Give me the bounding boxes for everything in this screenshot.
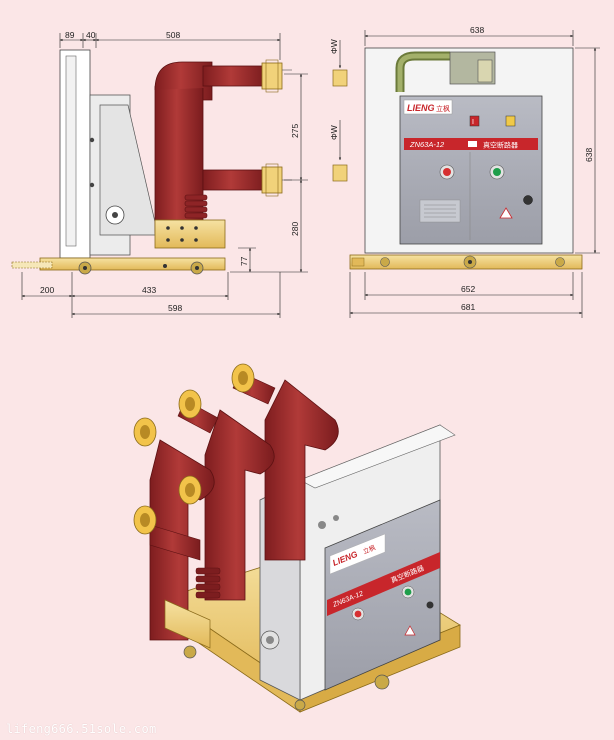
dim-598: 598	[168, 303, 182, 313]
side-lower-arm	[202, 169, 266, 191]
warning-icon	[499, 207, 513, 219]
svg-text:I: I	[472, 119, 474, 126]
front-brand: LIENG	[407, 103, 435, 113]
iso-view: LIENG 立枫 ZN63A-12 真空断路器	[133, 363, 461, 713]
dim-89: 89	[65, 30, 75, 40]
front-indicator-off	[505, 115, 516, 127]
watermark: lifeng666.51sole.com	[6, 722, 157, 736]
front-lock-hole	[523, 195, 533, 205]
dim-275: 275	[290, 124, 300, 138]
dim-phi-top: ΦW	[329, 39, 339, 54]
dim-77: 77	[239, 256, 249, 266]
dim-508: 508	[166, 30, 180, 40]
side-view: 89 40 508 275 280 77 200 433 598	[11, 30, 308, 318]
iso-warning-icon	[404, 625, 416, 636]
front-model: ZN63A-12	[409, 140, 445, 149]
side-mounting-plate	[154, 219, 226, 249]
side-contact-upper	[261, 59, 292, 93]
dim-681: 681	[461, 302, 475, 312]
dim-phi-mid: ΦW	[329, 125, 339, 140]
dim-200: 200	[40, 285, 54, 295]
front-brand-cn: 立枫	[436, 104, 450, 113]
dim-652: 652	[461, 284, 475, 294]
dim-40: 40	[86, 30, 96, 40]
dim-638-top: 638	[470, 25, 484, 35]
side-upper-arm	[202, 65, 266, 87]
front-name-cn: 真空断路器	[483, 141, 518, 150]
front-nameplate	[419, 199, 461, 223]
dim-638-right: 638	[584, 148, 594, 162]
front-view: LIENG 立枫 I ZN63A-12 真空断路器	[329, 25, 600, 318]
front-indicator-on	[469, 115, 480, 127]
iso-red-band	[327, 552, 440, 616]
dim-433: 433	[142, 285, 156, 295]
dim-280: 280	[290, 222, 300, 236]
